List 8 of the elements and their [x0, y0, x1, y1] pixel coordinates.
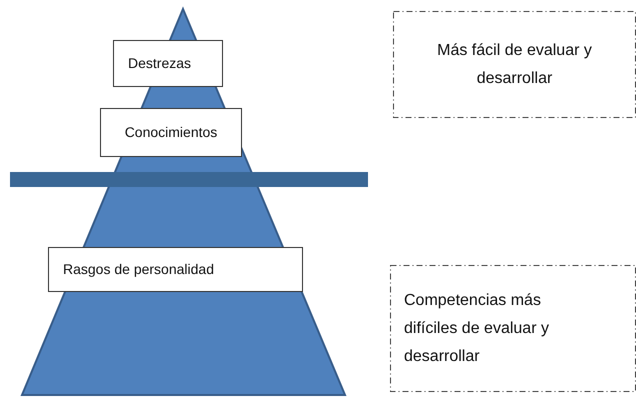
- box-text: Destrezas: [128, 54, 192, 74]
- box-text: Competencias más difíciles de evaluar y desarrollar: [404, 290, 550, 366]
- label-box: [113, 40, 223, 87]
- label-box: [100, 108, 242, 157]
- label-box: [48, 247, 303, 292]
- box-text: Más fácil de evaluar y desarrollar: [436, 40, 593, 88]
- box-text: Rasgos de personalidad: [63, 260, 214, 280]
- box-text: Conocimientos: [124, 123, 218, 142]
